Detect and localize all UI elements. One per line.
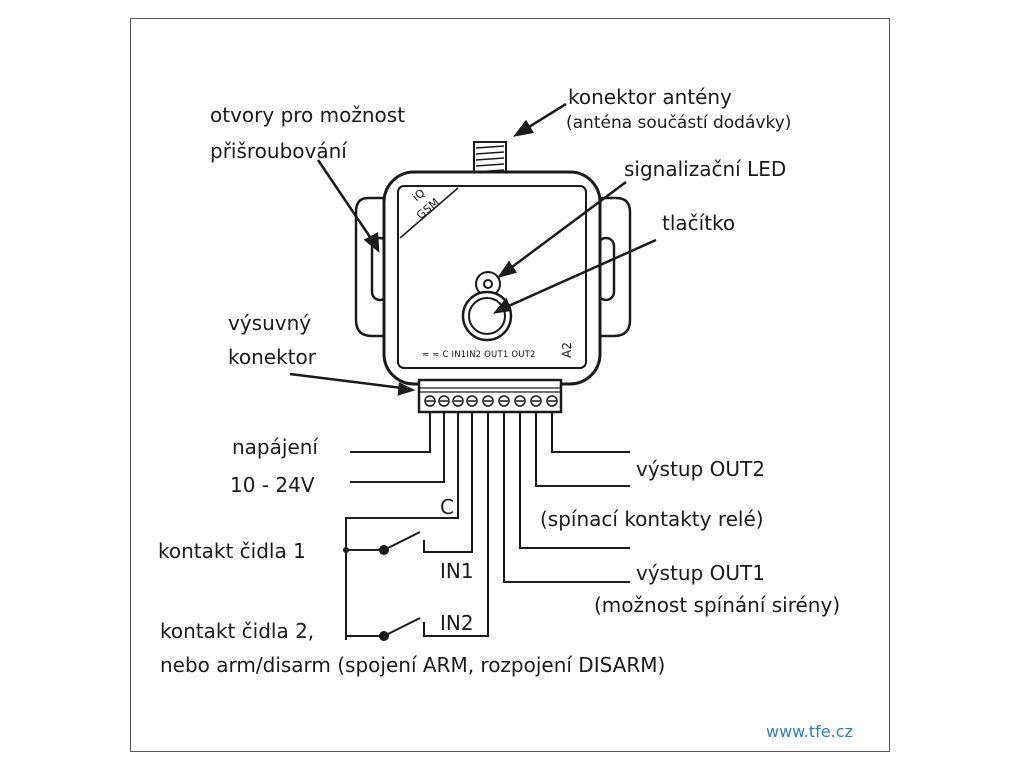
- screw-holes-label-line1: otvory pro možnost: [210, 103, 406, 127]
- wiring-lines: [345, 412, 630, 640]
- screw-holes-label-line2: přišroubování: [210, 139, 347, 163]
- signal-led-label: signalizační LED: [624, 157, 787, 181]
- pull-connector-label-line1: výsuvný: [228, 311, 312, 335]
- out1-label-line1: výstup OUT1: [636, 561, 765, 585]
- push-button: [461, 290, 513, 342]
- sensor1-label: kontakt čidla 1: [158, 539, 306, 563]
- model-label: A2: [560, 341, 574, 358]
- terminal-c-label: C: [440, 495, 454, 519]
- sensor2-label-line1: kontakt čidla 2,: [160, 619, 315, 643]
- terminal-in2-label: IN2: [440, 611, 474, 635]
- leader-arrows: [289, 102, 657, 396]
- antenna-note-label: (anténa součástí dodávky): [566, 113, 792, 133]
- sensor2-label-line2: nebo arm/disarm (spojení ARM, rozpojení …: [160, 653, 666, 677]
- antenna-connector-label: konektor antény: [568, 85, 732, 109]
- terminal-strip-label: ≂ ≂ C IN1IN2 OUT1 OUT2: [422, 350, 536, 360]
- out2-label-line1: výstup OUT2: [636, 457, 765, 481]
- website-link[interactable]: www.tfe.cz: [766, 722, 853, 741]
- out1-label-line2: (možnost spínání sirény): [594, 593, 841, 617]
- button-label: tlačítko: [662, 211, 736, 235]
- contact-pivots: [343, 545, 389, 641]
- diagram-frame: [130, 18, 890, 752]
- pull-connector-label-line2: konektor: [228, 345, 316, 369]
- terminal-screws: [424, 395, 558, 407]
- terminal-in1-label: IN1: [440, 559, 474, 583]
- out2-label-line2: (spínací kontakty relé): [540, 507, 764, 531]
- power-label-line2: 10 - 24V: [230, 473, 315, 497]
- power-label-line1: napájení: [232, 435, 318, 459]
